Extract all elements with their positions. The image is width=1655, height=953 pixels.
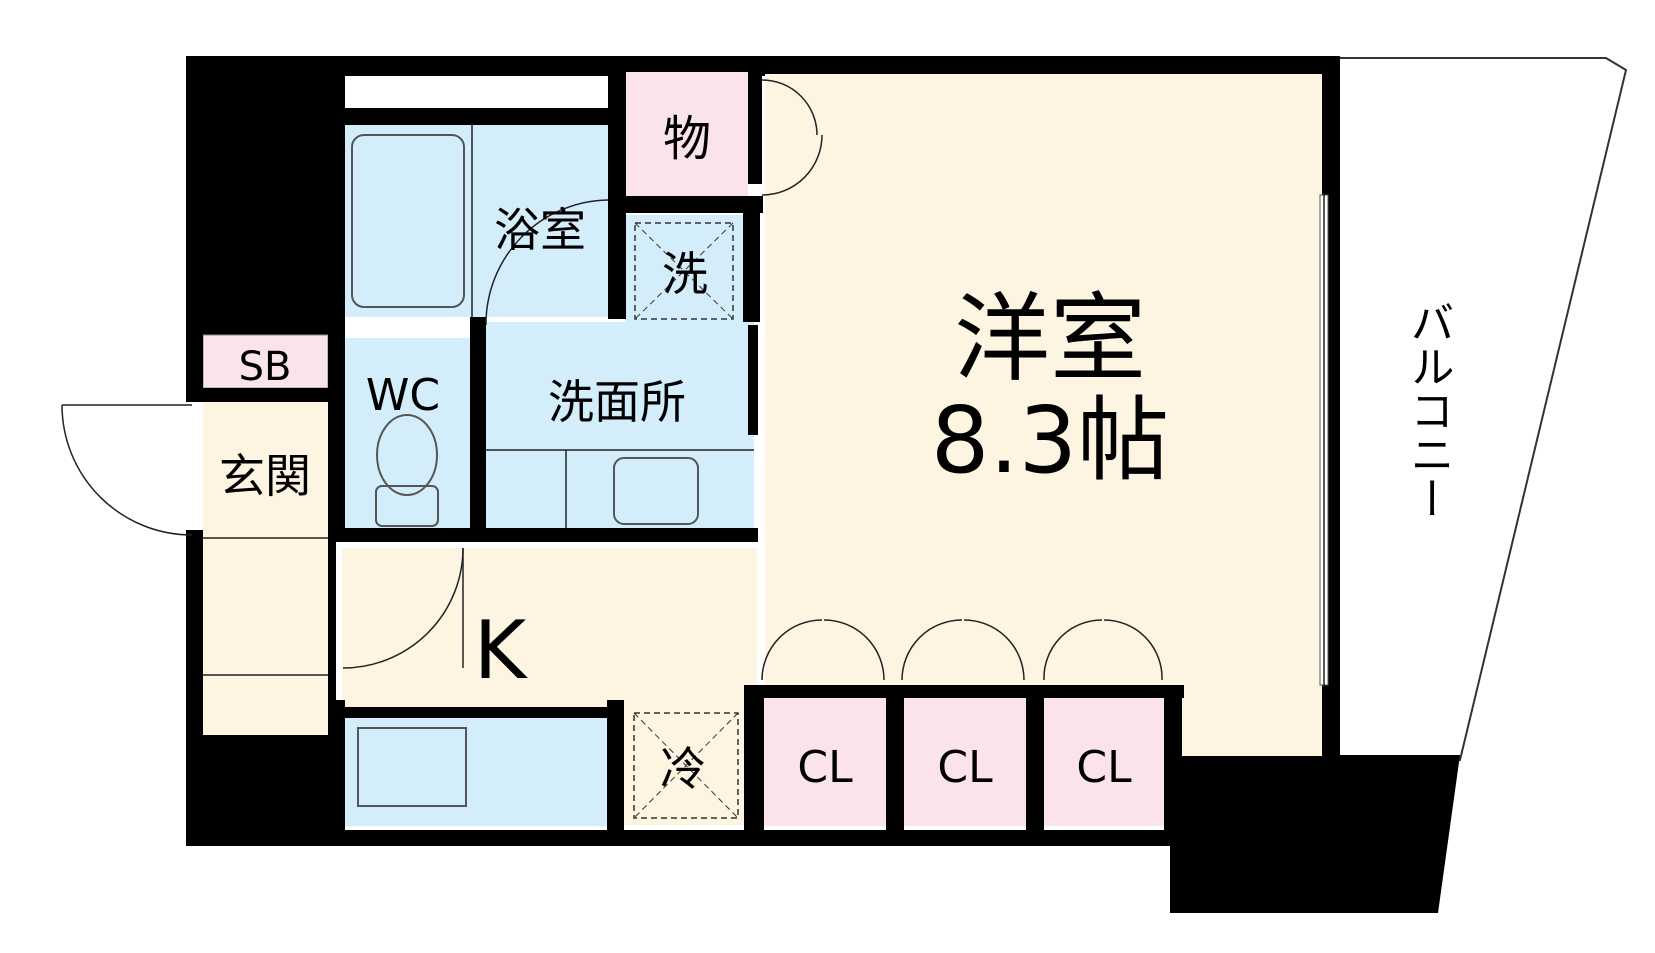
- washer-space: [625, 215, 743, 325]
- kitchen-counter: [345, 718, 607, 826]
- sink: [613, 457, 699, 525]
- fridge-space: [622, 707, 744, 825]
- toilet-tank: [375, 485, 439, 527]
- label-washroom: 洗面所: [548, 375, 686, 429]
- closet-2: [904, 698, 1026, 826]
- label-closet-1: CL: [797, 742, 853, 793]
- outer-wall-bottom: [186, 830, 1186, 846]
- corner-column: [1170, 755, 1460, 913]
- balcony-area: [1334, 57, 1628, 761]
- kitchen-floor: [342, 548, 757, 713]
- label-kitchen: K: [474, 604, 529, 697]
- washroom-floor: [486, 322, 754, 528]
- label-shoe-box: SB: [239, 344, 292, 390]
- bathtub: [351, 134, 465, 308]
- main-room-floor: [765, 74, 1322, 756]
- toilet-floor: [342, 338, 470, 528]
- storage-closet: [626, 72, 748, 196]
- entrance-floor: [203, 402, 328, 739]
- toilet-bowl: [376, 414, 438, 496]
- label-closet-2: CL: [937, 742, 993, 793]
- closet-1: [764, 698, 886, 826]
- label-toilet: WC: [366, 370, 440, 421]
- outer-wall-top: [186, 56, 1336, 76]
- label-storage: 物: [663, 111, 711, 167]
- label-closet-3: CL: [1076, 742, 1132, 793]
- closet-3: [1044, 698, 1164, 826]
- label-fridge: 冷: [660, 742, 706, 796]
- label-entrance: 玄関: [219, 449, 311, 503]
- label-balcony: バルコニー: [1403, 300, 1454, 520]
- label-washer: 洗: [662, 247, 708, 301]
- label-main-room: 洋室: [954, 283, 1146, 395]
- bathroom-floor: [345, 125, 608, 317]
- label-main-room-size: 8.3帖: [931, 387, 1169, 494]
- label-bathroom: 浴室: [494, 203, 586, 257]
